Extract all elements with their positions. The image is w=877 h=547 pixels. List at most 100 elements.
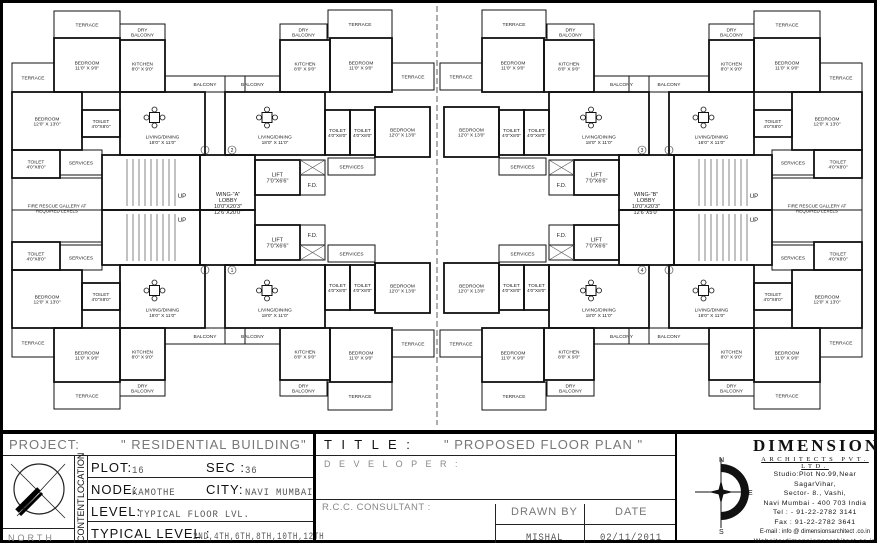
services-label: SERVICES <box>69 161 93 167</box>
plan-space-outline <box>618 209 675 266</box>
services-outline <box>327 244 376 263</box>
terrace-label: TERRACE <box>402 342 425 348</box>
flat-number-marker <box>637 265 647 275</box>
services-label: SERVICES <box>510 252 534 258</box>
flat-number-marker <box>227 145 237 155</box>
dining-table-icon <box>261 285 273 296</box>
compass-s: S <box>719 529 724 534</box>
bedroom_large-outline <box>443 262 500 314</box>
typical-level-row: TYPICAL LEVEL : 2ND,4TH,6TH,8TH,10TH,12T… <box>88 522 324 543</box>
terrace-outline <box>391 329 435 358</box>
services-label: SERVICES <box>339 165 363 171</box>
terrace-label: TERRACE <box>776 394 799 400</box>
title-label: T I T L E : <box>324 437 413 452</box>
node-row: NODE: KAMOTHE CITY: NAVI MUMBAI <box>88 478 313 500</box>
flat-number-label: 4 <box>641 268 644 274</box>
fd-label: F.D. <box>557 183 567 189</box>
content-side-label: CONTENT <box>76 498 86 543</box>
terrace-label: TERRACE <box>76 394 99 400</box>
flat-number-label: 1 <box>231 268 234 274</box>
city-value: NAVI MUMBAI <box>245 487 314 499</box>
services-outline <box>327 157 376 176</box>
sec-label: SEC : <box>206 460 245 475</box>
dining-table-icon <box>585 285 597 296</box>
terrace-outline <box>391 62 435 91</box>
flat-number-marker <box>227 265 237 275</box>
bedroom_large-outline <box>374 106 431 158</box>
plan-space-outline <box>771 209 863 243</box>
terrace-label: TERRACE <box>349 394 372 400</box>
typical-level-value: 2ND,4TH,6TH,8TH,10TH,12TH <box>193 531 325 543</box>
flat-number-label: 1 <box>204 148 207 154</box>
dining-table-icon <box>149 285 160 296</box>
city-label: CITY: <box>206 482 244 497</box>
balcony-label: BALCONY <box>241 334 265 340</box>
plan-space-outline <box>299 159 326 176</box>
bedroom_large-outline <box>374 262 431 314</box>
terrace-label: TERRACE <box>830 76 853 82</box>
plan-space-outline <box>548 244 575 261</box>
fd-label: F.D. <box>308 233 318 239</box>
fd-label: F.D. <box>308 183 318 189</box>
firm-fax: Fax : 91-22-2782 3641 <box>774 518 856 526</box>
compass-n: N <box>719 457 724 464</box>
location-side-label: LOCATION <box>76 452 86 498</box>
firm-website: Website:dimensionsarchitect.co.in <box>753 538 877 546</box>
fd-label: F.D. <box>557 233 567 239</box>
terrace-label: TERRACE <box>450 342 473 348</box>
terrace-label: TERRACE <box>450 75 473 81</box>
plot-label: PLOT: <box>91 460 133 475</box>
north-arrow-icon <box>10 463 66 519</box>
services-outline <box>498 244 547 263</box>
north-box: NORTH <box>3 456 75 543</box>
rcc-consultant-row: R.C.C. CONSULTANT : <box>316 500 675 543</box>
plan-space-outline <box>199 209 256 266</box>
title-block: PROJECT: " RESIDENTIAL BUILDING" NORTH L… <box>0 430 877 545</box>
flat-number-label: 2 <box>204 268 207 274</box>
plan-space-outline <box>299 244 326 261</box>
firm-email: E-mail : info @ dimensionsarchitect .co.… <box>759 528 871 535</box>
firm-address-3: Navi Mumbai - 400 703 India <box>763 499 867 507</box>
flat-number-marker <box>664 265 674 275</box>
flat-number-label: 3 <box>641 148 644 154</box>
balcony-label: BALCONY <box>194 82 218 88</box>
balcony-label: BALCONY <box>610 334 634 340</box>
firm-address-2: Sector- 8., Vashi, <box>783 490 847 498</box>
terrace-outline <box>439 62 483 91</box>
side-label-column: LOCATION CONTENT <box>75 452 88 543</box>
services-label: SERVICES <box>69 256 93 262</box>
terrace-outline <box>439 329 483 358</box>
firm-tel: Tel : - 91-22-2782 3141 <box>772 509 858 517</box>
services-outline <box>498 157 547 176</box>
drawn-by-label: DRAWN BY <box>511 506 578 518</box>
